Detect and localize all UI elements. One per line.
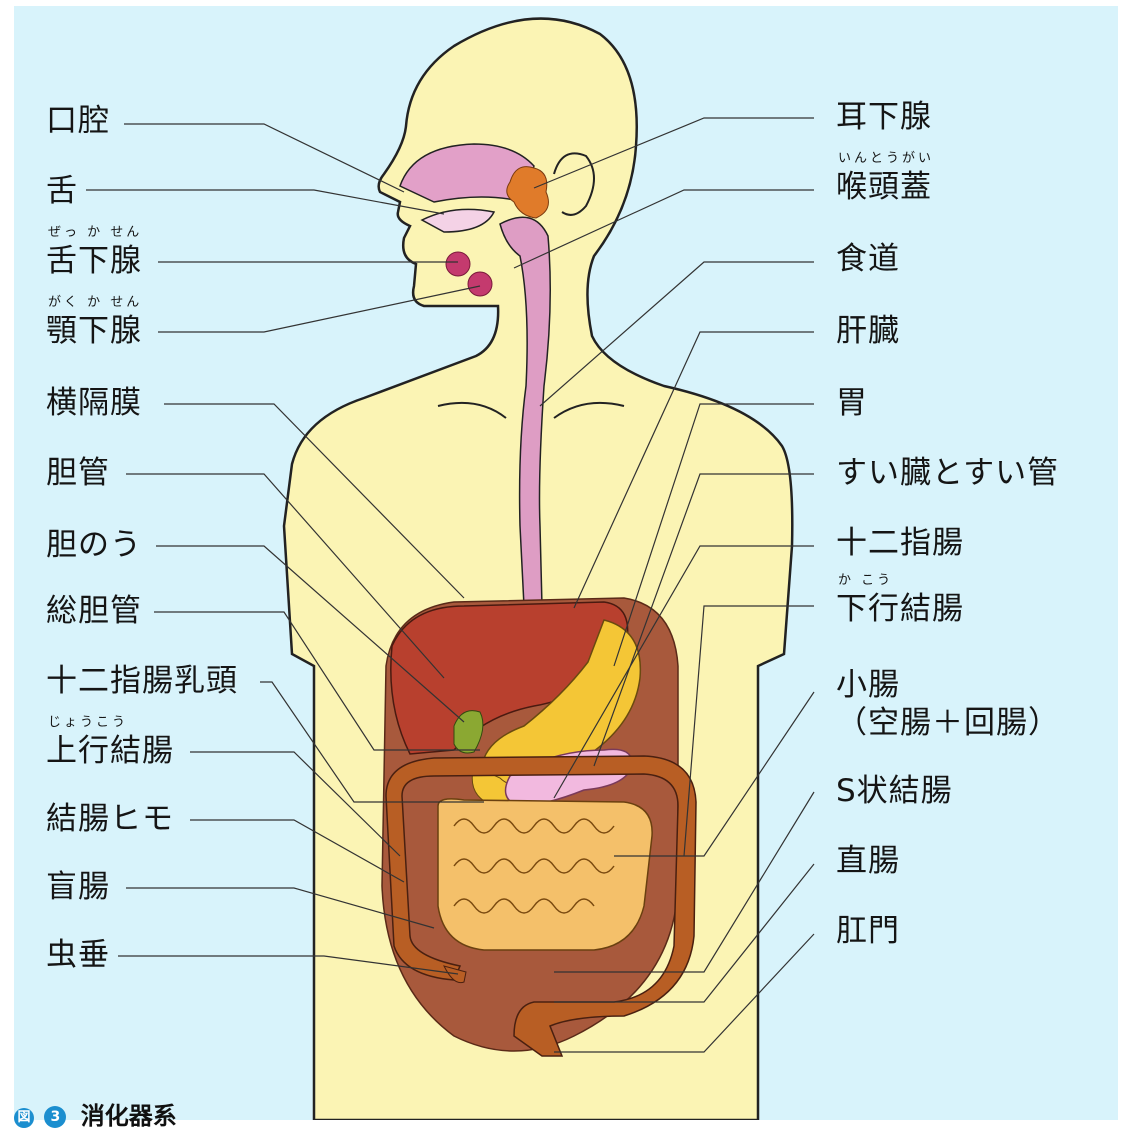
label-gallbladder: 胆のう: [46, 528, 142, 562]
label-sublingual-gland: 舌下腺: [46, 244, 142, 278]
label-submandibular-gland: 顎下腺: [46, 314, 142, 348]
ruby-submandibular: がく か せん: [48, 296, 142, 310]
submandibular-gland: [468, 272, 492, 296]
label-anus: 肛門: [836, 914, 900, 948]
label-duodenal-papilla: 十二指腸乳頭: [46, 664, 238, 698]
label-cecum: 盲腸: [46, 870, 110, 904]
leader-oral: [124, 124, 404, 192]
figure-title: 消化器系: [81, 1102, 177, 1130]
figure-number: 3: [44, 1106, 66, 1128]
label-bile-duct: 胆管: [46, 456, 110, 490]
sublingual-gland: [446, 252, 470, 276]
label-stomach: 胃: [836, 386, 868, 420]
label-descending-colon: 下行結腸: [836, 592, 964, 626]
label-common-bile-duct: 総胆管: [46, 594, 142, 628]
ruby-sublingual: ぜっ か せん: [48, 226, 142, 240]
label-oral-cavity: 口腔: [46, 104, 110, 138]
label-pancreas: すい臓とすい管: [836, 456, 1059, 490]
label-diaphragm: 横隔膜: [46, 386, 142, 420]
ruby-ascending: じょうこう: [48, 716, 128, 730]
ruby-descending: か こう: [838, 574, 893, 588]
label-appendix: 虫垂: [46, 938, 110, 972]
ruby-epiglottis: いんとうがい: [838, 152, 934, 166]
label-sigmoid-colon: S状結腸: [836, 774, 953, 808]
label-ascending-colon: 上行結腸: [46, 734, 174, 768]
digestive-system-figure: 口腔 舌 ぜっ か せん 舌下腺 がく か せん 顎下腺 横隔膜 胆管 胆のう …: [14, 6, 1118, 1120]
body-illustration: [14, 6, 1118, 1120]
figure-mark-icon: 図: [14, 1108, 34, 1128]
label-epiglottis: 喉頭蓋: [836, 170, 932, 204]
label-small-intestine: 小腸 （空腸＋回腸）: [836, 666, 1060, 742]
label-parotid-gland: 耳下腺: [836, 100, 932, 134]
label-duodenum: 十二指腸: [836, 526, 964, 560]
label-tongue: 舌: [46, 174, 78, 208]
label-esophagus: 食道: [836, 242, 900, 276]
label-liver: 肝臓: [836, 314, 900, 348]
label-taenia-coli: 結腸ヒモ: [46, 802, 174, 836]
label-rectum: 直腸: [836, 844, 900, 878]
figure-caption: 図 3 消化器系: [14, 1096, 177, 1126]
